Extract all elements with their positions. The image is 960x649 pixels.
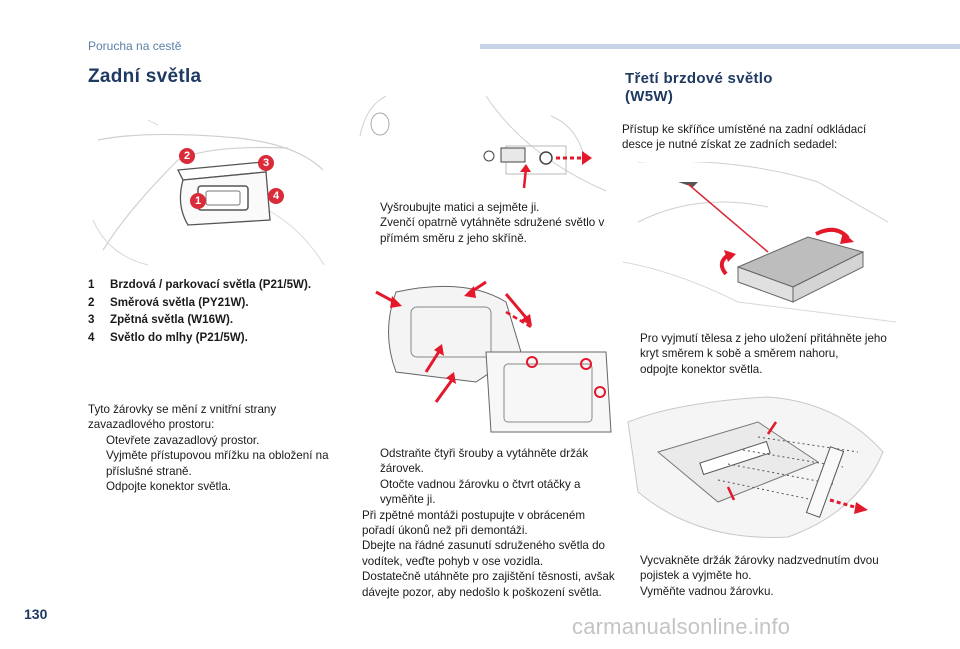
bulb-holder-illustration	[375, 280, 612, 433]
rear-light-illustration	[92, 119, 325, 266]
note-text: Dbejte na řádné zasunutí sdruženého svět…	[362, 539, 605, 568]
right-steps-mid: Pro vyjmutí tělesa z jeho uložení přitáh…	[622, 331, 892, 377]
right-intro: Přístup ke skříňce umístěné na zadní odk…	[622, 123, 867, 152]
watermark: carmanualsonline.info	[572, 614, 791, 639]
callout-4: 4	[268, 188, 284, 204]
middle-steps-bottom: Odstraňte čtyři šrouby a vytáhněte držák…	[362, 446, 618, 600]
middle-steps-top: Vyšroubujte matici a sejměte ji. Zvenčí …	[362, 200, 618, 246]
note-text: Při zpětné montáži postupujte v obrácené…	[362, 508, 585, 538]
step-item: Odpojte konektor světla.	[106, 480, 232, 494]
callout-3: 3	[258, 155, 274, 171]
left-instructions: Tyto žárovky se mění z vnitřní strany za…	[88, 402, 348, 494]
third-brake-light-illustration	[622, 162, 896, 323]
step-item: Otočte vadnou žárovku o čtvrt otáčky a v…	[380, 477, 581, 507]
step-item: Vycvakněte držák žárovky nadzvednutím dv…	[640, 554, 879, 583]
intro-line: zavazadlového prostoru:	[88, 418, 215, 432]
section-title: Třetí brzdové světlo (W5W)	[625, 70, 773, 105]
note-text: Dostatečně utáhněte pro zajištění těsnos…	[362, 570, 615, 599]
header-bar	[480, 44, 960, 49]
page-number: 130	[24, 606, 48, 622]
callout-2: 2	[179, 148, 195, 164]
nut-removal-illustration	[359, 96, 607, 192]
step-item: Vyjměte přístupovou mřížku na obložení n…	[106, 449, 329, 478]
step-item: Vyměňte vadnou žárovku.	[640, 584, 774, 598]
callout-1: 1	[190, 193, 206, 209]
section-header: Porucha na cestě	[88, 39, 182, 53]
right-steps-bottom: Vycvakněte držák žárovky nadzvednutím dv…	[622, 553, 892, 599]
step-item: odpojte konektor světla.	[640, 362, 763, 376]
step-item: Zvenčí opatrně vytáhněte sdružené světlo…	[380, 216, 605, 245]
page-title: Zadní světla	[88, 66, 202, 87]
step-item: Pro vyjmutí tělesa z jeho uložení přitáh…	[640, 332, 887, 361]
intro-line: Tyto žárovky se mění z vnitřní strany	[88, 403, 277, 416]
step-item: Odstraňte čtyři šrouby a vytáhněte držák…	[380, 447, 589, 476]
bulb-holder-release-illustration	[627, 396, 884, 538]
step-item: Otevřete zavazadlový prostor.	[106, 433, 260, 447]
step-item: Vyšroubujte matici a sejměte ji.	[380, 201, 540, 214]
